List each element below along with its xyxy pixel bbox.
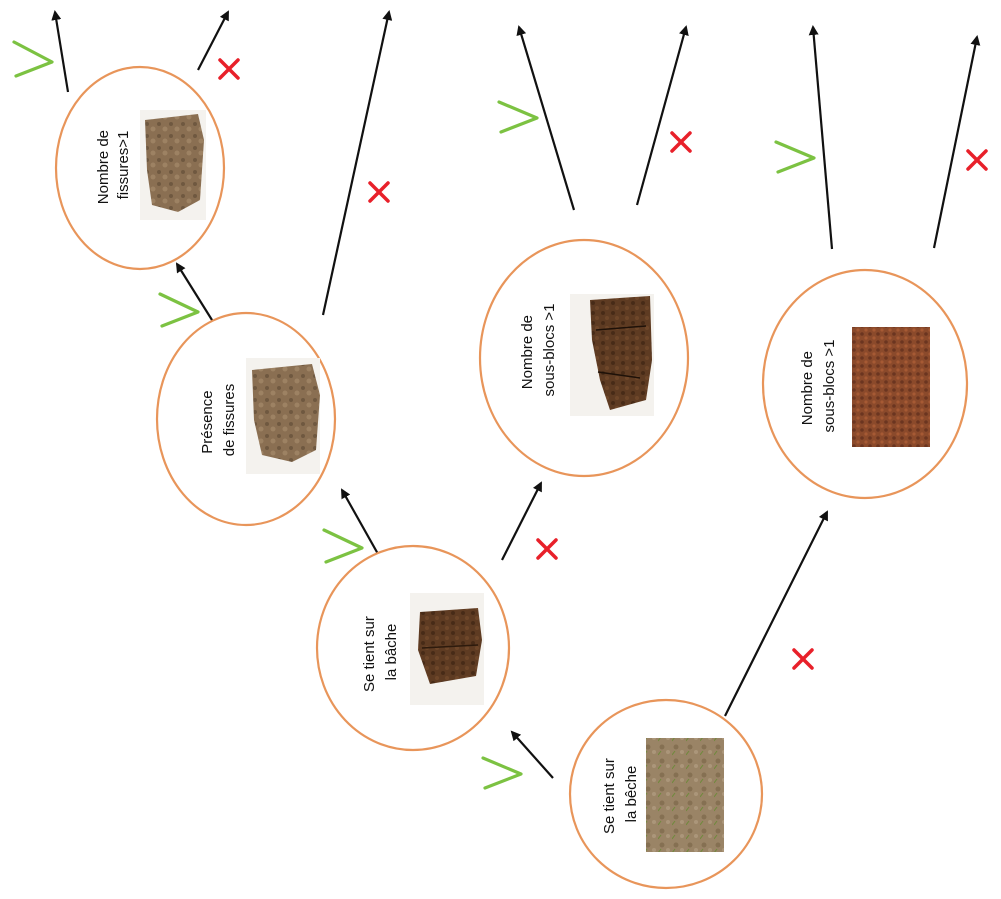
node-label-line-2: sous-blocs >1 [821,340,838,433]
soil-clod-photo [852,327,930,447]
edge-n4-no [197,10,229,71]
node-label-line-1: Nombre de [95,130,112,204]
cross-mark [368,181,390,203]
edge-n3-yes [175,262,218,329]
svg-text:Se tient sur la bêche: Se tient sur la bêche [601,754,640,834]
edge-n1-no [724,510,828,717]
check-mark [12,40,54,78]
cross-mark [218,58,240,80]
edge-n5-yes [516,25,576,211]
edge-n4-yes [51,10,70,93]
soil-clod-photo [646,738,724,852]
edge-n6-no [932,35,981,249]
soil-clod-photo [252,364,320,462]
node-nombre-de-sous-blocs-b: Nombre de sous-blocs >1 [761,268,969,500]
edge-n5-no [635,25,689,206]
node-label-line-2: fissures>1 [115,131,132,200]
node-se-tient-sur-la-beche: Se tient sur la bêche [568,698,764,890]
node-label-line-1: Nombre de [519,315,536,389]
edge-n2-yes [341,488,379,555]
node-label-line-1: Se tient sur [361,616,378,692]
node-nombre-de-fissures: Nombre de fissures>1 [54,65,226,271]
svg-text:Nombre de sous-blocs >1: Nombre de sous-blocs >1 [799,340,838,433]
cross-mark [966,149,988,171]
svg-text:Se tient sur la bâche: Se tient sur la bâche [361,612,400,692]
soil-clod-photo [590,296,652,410]
node-label-line-2: la bâche [383,624,400,681]
cross-mark [792,648,814,670]
node-se-tient-sur-la-bache: Se tient sur la bâche [315,544,511,752]
cross-mark [536,538,558,560]
node-label-line-2: la bêche [623,766,640,823]
node-label-line-1: Se tient sur [601,758,618,834]
edge-n6-yes [808,25,834,250]
svg-text:Nombre de fissures>1: Nombre de fissures>1 [95,126,132,204]
node-nombre-de-sous-blocs-a: Nombre de sous-blocs >1 [478,238,690,478]
cross-mark [670,131,692,153]
svg-text:Nombre de sous-blocs >1: Nombre de sous-blocs >1 [519,304,558,397]
soil-clod-photo [145,114,204,212]
node-label-line-2: de fissures [221,384,238,457]
check-mark [158,292,200,328]
node-label-line-1: Nombre de [799,351,816,425]
check-mark [481,756,523,790]
node-label-line-1: Présence [199,390,216,453]
node-label-line-2: sous-blocs >1 [541,304,558,397]
check-mark [322,528,364,564]
edge-n2-no [501,481,542,561]
check-mark [497,100,539,134]
edge-n1-yes [510,730,554,779]
edge-n3-no [321,10,393,316]
check-mark [774,140,816,174]
svg-text:Présence de fissures: Présence de fissures [199,384,238,457]
node-presence-de-fissures: Présence de fissures [155,311,337,527]
